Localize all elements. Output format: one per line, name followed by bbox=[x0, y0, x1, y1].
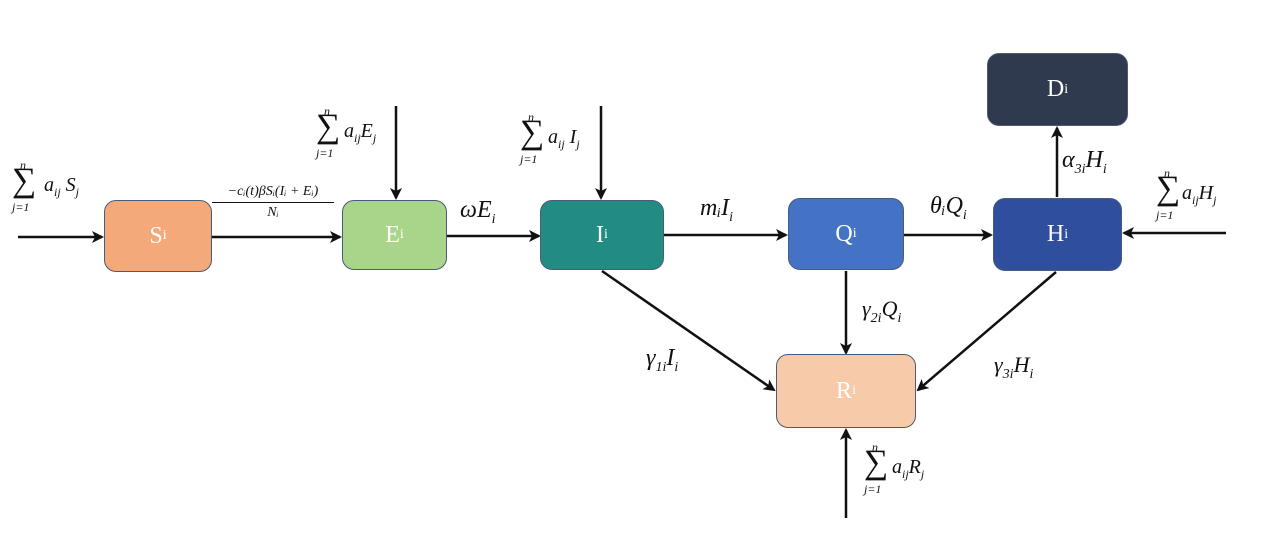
sum-h-sigma: ∑ bbox=[1156, 170, 1181, 207]
sum-e-sigma: ∑ bbox=[316, 108, 341, 145]
edge-label-s-e-denominator: Nᵢ bbox=[267, 205, 279, 220]
edge-label-h-r-main: γ bbox=[994, 352, 1003, 377]
node-s-sub: i bbox=[162, 228, 167, 243]
edge-label-e-i-sub: i bbox=[491, 212, 496, 227]
arrow-h-to-r bbox=[916, 271, 1057, 392]
sum-e-term-sub: ij bbox=[354, 131, 361, 145]
edge-label-q-r-main: γ bbox=[862, 296, 871, 321]
sum-r-var-sub: j bbox=[920, 467, 925, 481]
edge-label-h-r: γ3iHi bbox=[994, 354, 1033, 382]
sum-r-sigma: ∑ bbox=[864, 444, 889, 481]
sum-h-lower: j=1 bbox=[1156, 208, 1174, 222]
edge-label-h-d-sub: 3i bbox=[1074, 162, 1086, 177]
edge-label-h-d-tail: H bbox=[1085, 147, 1103, 173]
node-e-sub: i bbox=[399, 227, 404, 242]
sum-s-upper: n bbox=[20, 158, 26, 172]
sum-s-term-sub: ij bbox=[54, 185, 61, 199]
edge-label-q-r: γ2iQi bbox=[862, 298, 901, 326]
edge-label-q-r-sub: 2i bbox=[870, 311, 882, 326]
edge-label-i-q-sub: i bbox=[729, 210, 734, 225]
sum-h-term: a bbox=[1182, 182, 1192, 204]
edge-label-i-r: γ1iIi bbox=[646, 346, 678, 375]
sum-i-term: a bbox=[548, 126, 558, 148]
node-h-sub: i bbox=[1064, 226, 1069, 242]
edge-label-h-d-tail-sub: i bbox=[1102, 162, 1107, 177]
edge-label-e-i: ωEi bbox=[460, 198, 496, 227]
edge-label-i-r-tail-sub: i bbox=[674, 360, 679, 375]
arrow-i-to-r bbox=[601, 269, 776, 392]
sum-h-upper: n bbox=[1164, 166, 1170, 180]
sum-r-term-sub: ij bbox=[902, 467, 909, 481]
sum-i-sigma: ∑ bbox=[520, 114, 545, 151]
sum-s-term: a bbox=[44, 174, 54, 196]
sum-e-var-sub: j bbox=[372, 131, 377, 145]
edge-label-q-h: θᵢQi bbox=[930, 194, 967, 223]
edge-label-i-r-main: γ bbox=[646, 345, 656, 371]
sum-i-lower: j=1 bbox=[520, 152, 538, 166]
node-s-label: S bbox=[149, 222, 163, 249]
edge-label-s-e: −cᵢ(t)βSᵢ(Iᵢ + Eᵢ) Nᵢ bbox=[212, 184, 334, 221]
sum-i-var-sub: j bbox=[576, 137, 580, 151]
edge-label-h-r-tail: H bbox=[1013, 352, 1030, 377]
sum-e-lower: j=1 bbox=[316, 146, 334, 160]
sum-e-var: E bbox=[360, 120, 373, 142]
sum-s: n ∑ j=1 aij Sj bbox=[10, 158, 110, 218]
sum-e-upper: n bbox=[324, 104, 330, 118]
edge-label-e-i-main: ωE bbox=[460, 197, 492, 223]
sum-r-lower: j=1 bbox=[864, 482, 882, 496]
sum-i-var: I bbox=[569, 126, 577, 148]
edge-label-q-h-main: θᵢQ bbox=[930, 193, 963, 219]
sum-e-term: a bbox=[344, 120, 354, 142]
sum-s-var: S bbox=[65, 174, 76, 196]
edge-label-i-q-main: mᵢI bbox=[700, 195, 730, 221]
sum-s-lower: j=1 bbox=[12, 200, 30, 214]
node-i-sub: i bbox=[604, 227, 608, 242]
sum-h-term-sub: ij bbox=[1192, 193, 1199, 207]
node-e-label: E bbox=[385, 221, 400, 248]
sum-h-var: H bbox=[1198, 182, 1214, 204]
edge-label-i-q: mᵢIi bbox=[700, 196, 733, 225]
sum-s-sigma: ∑ bbox=[12, 162, 37, 199]
sum-e: n ∑ j=1 aijEj bbox=[314, 104, 404, 164]
edge-label-q-r-tail: Q bbox=[881, 296, 898, 321]
sum-i-upper: n bbox=[528, 110, 534, 124]
sum-s-var-sub: j bbox=[75, 185, 80, 199]
sum-h-var-sub: j bbox=[1213, 193, 1217, 207]
edge-label-h-r-tail-sub: i bbox=[1029, 367, 1034, 382]
sum-r: n ∑ j=1 aijRj bbox=[862, 440, 952, 500]
edge-label-q-r-tail-sub: i bbox=[897, 311, 902, 326]
node-h-label: H bbox=[1046, 221, 1065, 247]
node-r-label: R bbox=[836, 377, 853, 404]
edge-label-s-e-numerator: −cᵢ(t)βSᵢ(Iᵢ + Eᵢ) bbox=[212, 184, 334, 203]
edge-label-q-h-sub: i bbox=[962, 208, 967, 223]
node-i-label: I bbox=[596, 221, 605, 248]
sum-r-term: a bbox=[892, 456, 902, 478]
node-d-label: D bbox=[1046, 76, 1065, 102]
edge-label-h-d: α3iHi bbox=[1062, 148, 1107, 177]
edge-label-i-r-tail: I bbox=[666, 345, 675, 371]
sum-i: n ∑ j=1 aij Ij bbox=[518, 110, 608, 170]
sum-i-term-sub: ij bbox=[558, 137, 565, 151]
edge-label-h-r-sub: 3i bbox=[1002, 367, 1014, 382]
edge-label-i-r-sub: 1i bbox=[655, 360, 667, 375]
edge-label-h-d-main: α bbox=[1062, 147, 1075, 173]
sum-h: n ∑ j=1 aijHj bbox=[1154, 166, 1244, 226]
node-r-sub: i bbox=[852, 383, 856, 398]
sum-r-var: R bbox=[908, 456, 921, 478]
node-q-label: Q bbox=[835, 220, 853, 247]
node-q-sub: i bbox=[852, 226, 857, 241]
node-d-sub: i bbox=[1064, 81, 1069, 97]
sum-r-upper: n bbox=[872, 440, 878, 454]
